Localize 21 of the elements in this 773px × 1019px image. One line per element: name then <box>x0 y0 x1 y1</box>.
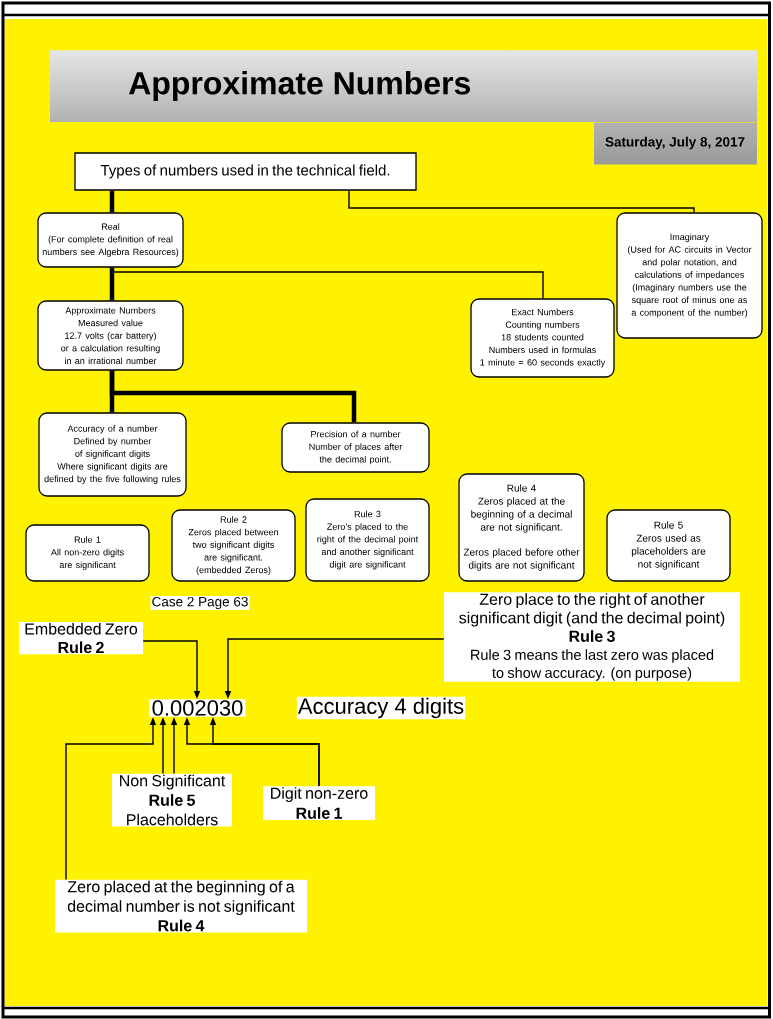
connector-line <box>109 370 357 423</box>
title: Approximate Numbers <box>129 71 471 101</box>
annotation-text: Non Significant Rule 5 Placeholders <box>112 773 232 827</box>
annotation-text: Digit non-zero Rule 1 <box>263 786 375 820</box>
connector-line <box>109 267 115 301</box>
accuracy-note: Accuracy 4 digits <box>296 696 466 720</box>
category-box: Approximate Numbers Measured value 12.7 volts (car battery) or a calculation resulting in an irrational number <box>37 300 184 371</box>
category-box: Real (For complete definition of real numbers see Algebra Resources) <box>37 212 184 268</box>
decimal-number: 0.002030 <box>149 699 246 717</box>
connector-line <box>111 266 544 300</box>
category-box: Precision of a number Number of places after the decimal point. <box>281 422 430 473</box>
connector-line <box>348 189 695 214</box>
annotation-text: Zero placed at the beginning of a decimal number is not significant Rule 4 <box>55 879 307 933</box>
heading-box: Types of numbers used in the technical field. <box>74 152 417 191</box>
category-box: Accuracy of a number Defined by number of significant digits Where significant digits are defined by the five following rules <box>38 412 187 497</box>
category-box: Exact Numbers Counting numbers 18 students counted Numbers used in formulas 1 minute = 60 seconds exactly <box>470 298 615 378</box>
annotation-text: Zero place to the right of another significant digit (and the decimal point) Rule 3 Rule 3 means the last zero was placed to show accuracy. (on purpose) <box>444 592 740 682</box>
date-label: Saturday, July 8, 2017 <box>605 136 745 150</box>
annotation-text: Embedded Zero Rule 2 <box>19 621 143 655</box>
connector-line <box>109 190 115 213</box>
category-box: Imaginary (Used for AC circuits in Vector and polar notation, and calculations of impedances (Imaginary numbers use the square root of minus one as a component of the number) <box>616 212 763 339</box>
